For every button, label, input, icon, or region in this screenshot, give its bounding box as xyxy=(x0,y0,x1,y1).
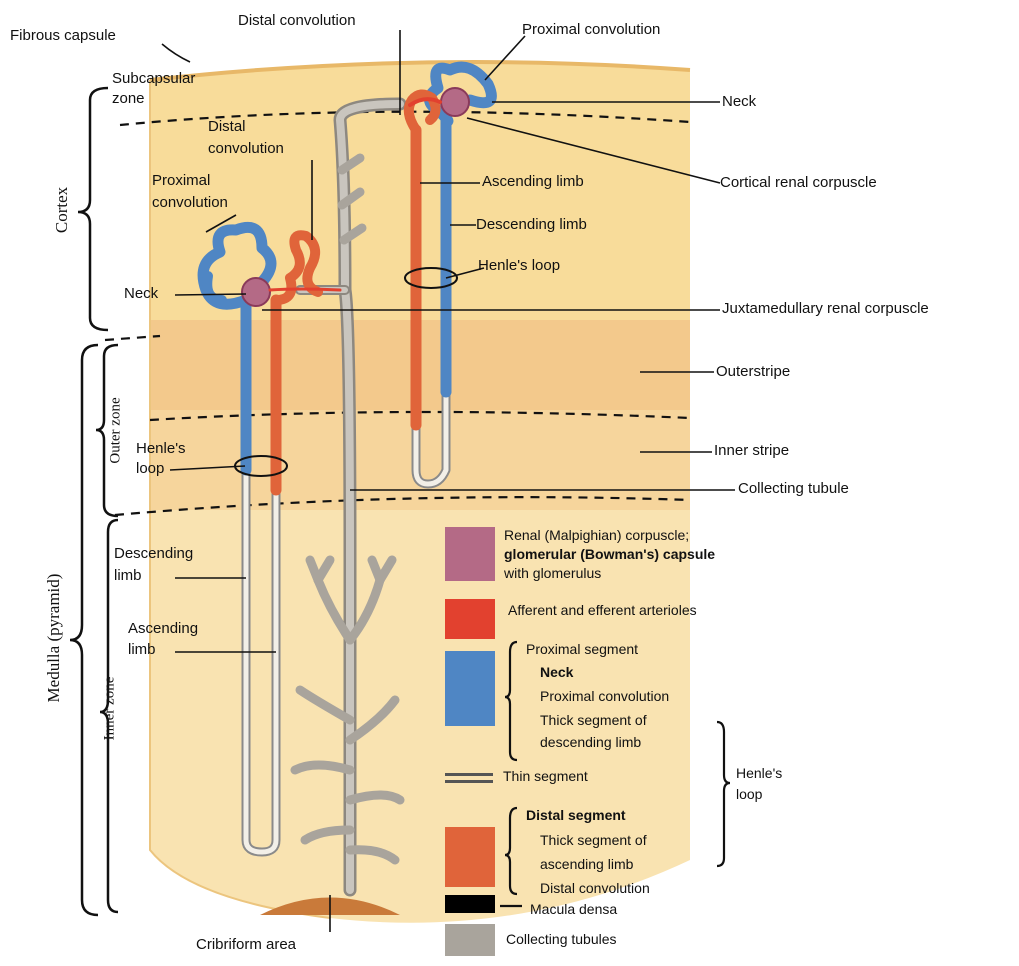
key-swatch-macula-densa xyxy=(445,895,495,913)
label-inner-stripe: Inner stripe xyxy=(714,442,789,460)
label-cribriform-area: Cribriform area xyxy=(196,936,296,954)
zone-label-medulla: Medulla (pyramid) xyxy=(44,568,64,708)
label-ascending-limb-right: Ascending limb xyxy=(482,173,584,191)
key-proximal-segment: Proximal segment xyxy=(526,641,638,658)
label-henles-loop-right: Henle's loop xyxy=(478,257,560,275)
label-proximal-convolution-left-2: convolution xyxy=(152,194,228,212)
key-distal-segment: Distal segment xyxy=(526,807,626,824)
label-distal-convolution-left-2: convolution xyxy=(208,140,284,158)
key-thick-desc-1: Thick segment of xyxy=(540,712,647,729)
key-renal-corpuscle-2: glomerular (Bowman's) capsule xyxy=(504,546,715,563)
label-descending-limb-left-1: Descending xyxy=(114,545,193,563)
label-henles-loop-left-1: Henle's xyxy=(136,440,186,458)
key-thick-asc-1: Thick segment of xyxy=(540,832,647,849)
key-neck: Neck xyxy=(540,664,573,681)
key-swatch-arterioles xyxy=(445,599,495,639)
label-fibrous-capsule: Fibrous capsule xyxy=(10,27,116,45)
label-cortical-renal-corpuscle: Cortical renal corpuscle xyxy=(720,174,877,192)
label-subcapsular-zone-2: zone xyxy=(112,90,145,108)
label-neck-right: Neck xyxy=(722,93,756,111)
label-juxtamedullary-renal-corpuscle: Juxtamedullary renal corpuscle xyxy=(722,300,929,318)
key-collecting-tubules: Collecting tubules xyxy=(506,931,617,948)
key-swatch-proximal xyxy=(445,651,495,726)
key-swatch-collecting xyxy=(445,924,495,956)
key-renal-corpuscle-3: with glomerulus xyxy=(504,565,601,582)
label-ascending-limb-left-1: Ascending xyxy=(128,620,198,638)
label-henles-loop-left-2: loop xyxy=(136,460,164,478)
key-proximal-convolution: Proximal convolution xyxy=(540,688,669,705)
zone-label-cortex: Cortex xyxy=(52,180,72,240)
label-proximal-convolution-top: Proximal convolution xyxy=(522,21,660,39)
key-distal-convolution: Distal convolution xyxy=(540,880,650,897)
key-henles-loop-2: loop xyxy=(736,786,762,803)
label-descending-limb-left-2: limb xyxy=(114,567,142,585)
label-distal-convolution-left-1: Distal xyxy=(208,118,246,136)
zone-label-outer-zone: Outer zone xyxy=(108,381,125,481)
label-subcapsular-zone-1: Subcapsular xyxy=(112,70,195,88)
key-swatch-corpuscle xyxy=(445,527,495,581)
zone-braces xyxy=(70,88,118,915)
key-thick-asc-2: ascending limb xyxy=(540,856,633,873)
label-descending-limb-right: Descending limb xyxy=(476,216,587,234)
key-swatch-distal xyxy=(445,827,495,887)
label-collecting-tubule: Collecting tubule xyxy=(738,480,849,498)
key-macula-densa: Macula densa xyxy=(530,901,617,918)
zone-label-inner-zone: Inner zone xyxy=(102,659,119,759)
key-thin-segment: Thin segment xyxy=(503,768,588,785)
label-ascending-limb-left-2: limb xyxy=(128,641,156,659)
key-renal-corpuscle-1: Renal (Malpighian) corpuscle; xyxy=(504,527,689,544)
label-distal-convolution-top: Distal convolution xyxy=(238,12,356,30)
label-outer-stripe: Outerstripe xyxy=(716,363,790,381)
key-arterioles: Afferent and efferent arterioles xyxy=(508,602,697,619)
label-neck-left: Neck xyxy=(124,285,158,303)
juxtamedullary-corpuscle xyxy=(242,278,270,306)
key-henles-loop-1: Henle's xyxy=(736,765,782,782)
label-proximal-convolution-left-1: Proximal xyxy=(152,172,210,190)
key-thick-desc-2: descending limb xyxy=(540,734,641,751)
cortical-corpuscle xyxy=(441,88,469,116)
